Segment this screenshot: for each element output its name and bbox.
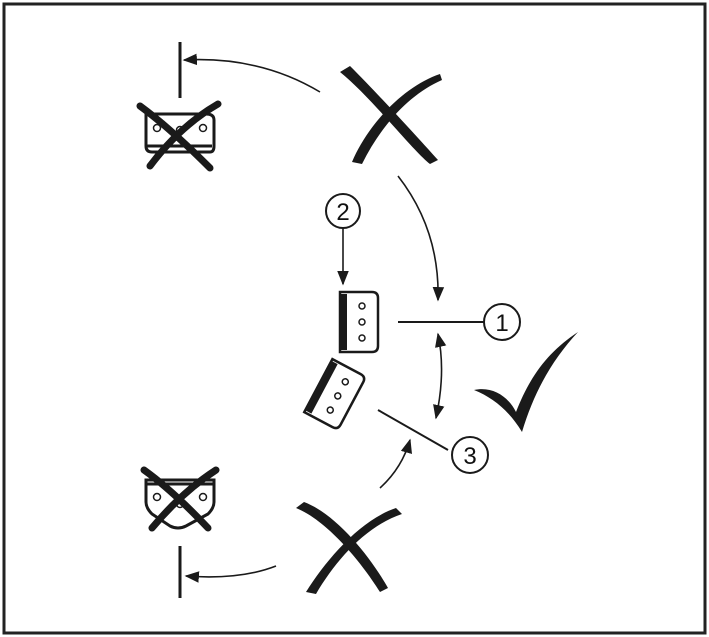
- bottom-left-arrow: [184, 565, 277, 583]
- tilted-pad-block-icon: [302, 357, 366, 430]
- arc-measurement: [377, 175, 484, 489]
- pad-block-icon: [338, 290, 380, 354]
- top-left-rejected-group: [136, 42, 321, 172]
- correct-position-check-icon: [474, 332, 578, 432]
- callout-3: 3: [451, 436, 489, 474]
- callout-1-label: 1: [495, 310, 508, 337]
- callout-1: 1: [483, 303, 521, 341]
- crossed-out-pad-icon-bottom: [140, 466, 220, 532]
- callout-2-label: 2: [336, 199, 349, 226]
- pin-line-3: [377, 409, 449, 451]
- wrong-position-cross-icon: [340, 66, 442, 164]
- callout-2: 2: [325, 193, 361, 286]
- wrong-position-cross-icon-bottom: [296, 502, 402, 594]
- bottom-left-rejected-group: [140, 466, 277, 598]
- top-left-arrow: [182, 53, 321, 93]
- callout-3-label: 3: [463, 443, 476, 470]
- crossed-out-pad-icon: [136, 100, 222, 172]
